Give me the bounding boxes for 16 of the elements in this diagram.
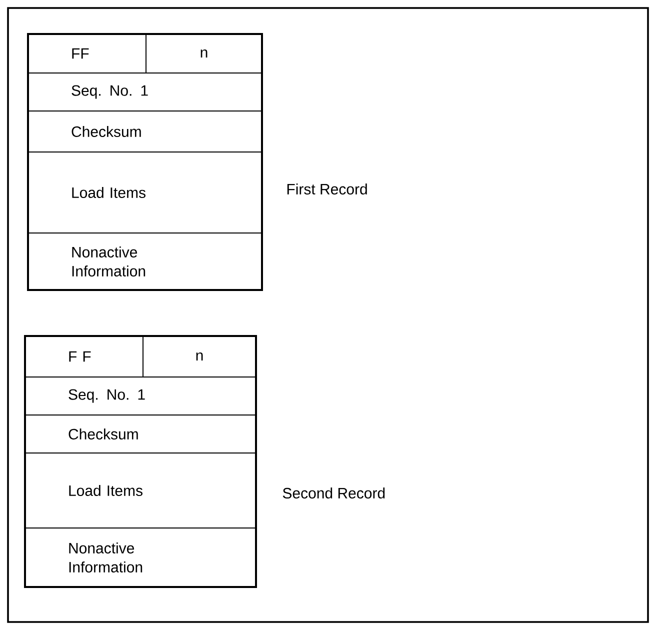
table-cell: Load Items: [24, 452, 256, 528]
table-cell: F F: [24, 336, 144, 378]
record-table: [24, 335, 257, 588]
record-label: First Record: [287, 184, 367, 194]
table-cell: Nonactive Information: [24, 528, 256, 588]
table-cell: Seq. No. 1: [28, 72, 262, 112]
table-cell: Seq. No. 1: [24, 376, 256, 416]
record-table: [27, 33, 263, 291]
table-cell: n: [146, 34, 262, 74]
table-cell: Checksum: [24, 414, 256, 454]
table-cell: Nonactive Information: [28, 232, 262, 290]
record-label: Second Record: [282, 487, 385, 498]
table-cell: Checksum: [28, 110, 262, 152]
table-cell: Load Items: [28, 152, 262, 234]
table-cell: FF: [28, 34, 146, 74]
table-cell: n: [142, 336, 256, 378]
